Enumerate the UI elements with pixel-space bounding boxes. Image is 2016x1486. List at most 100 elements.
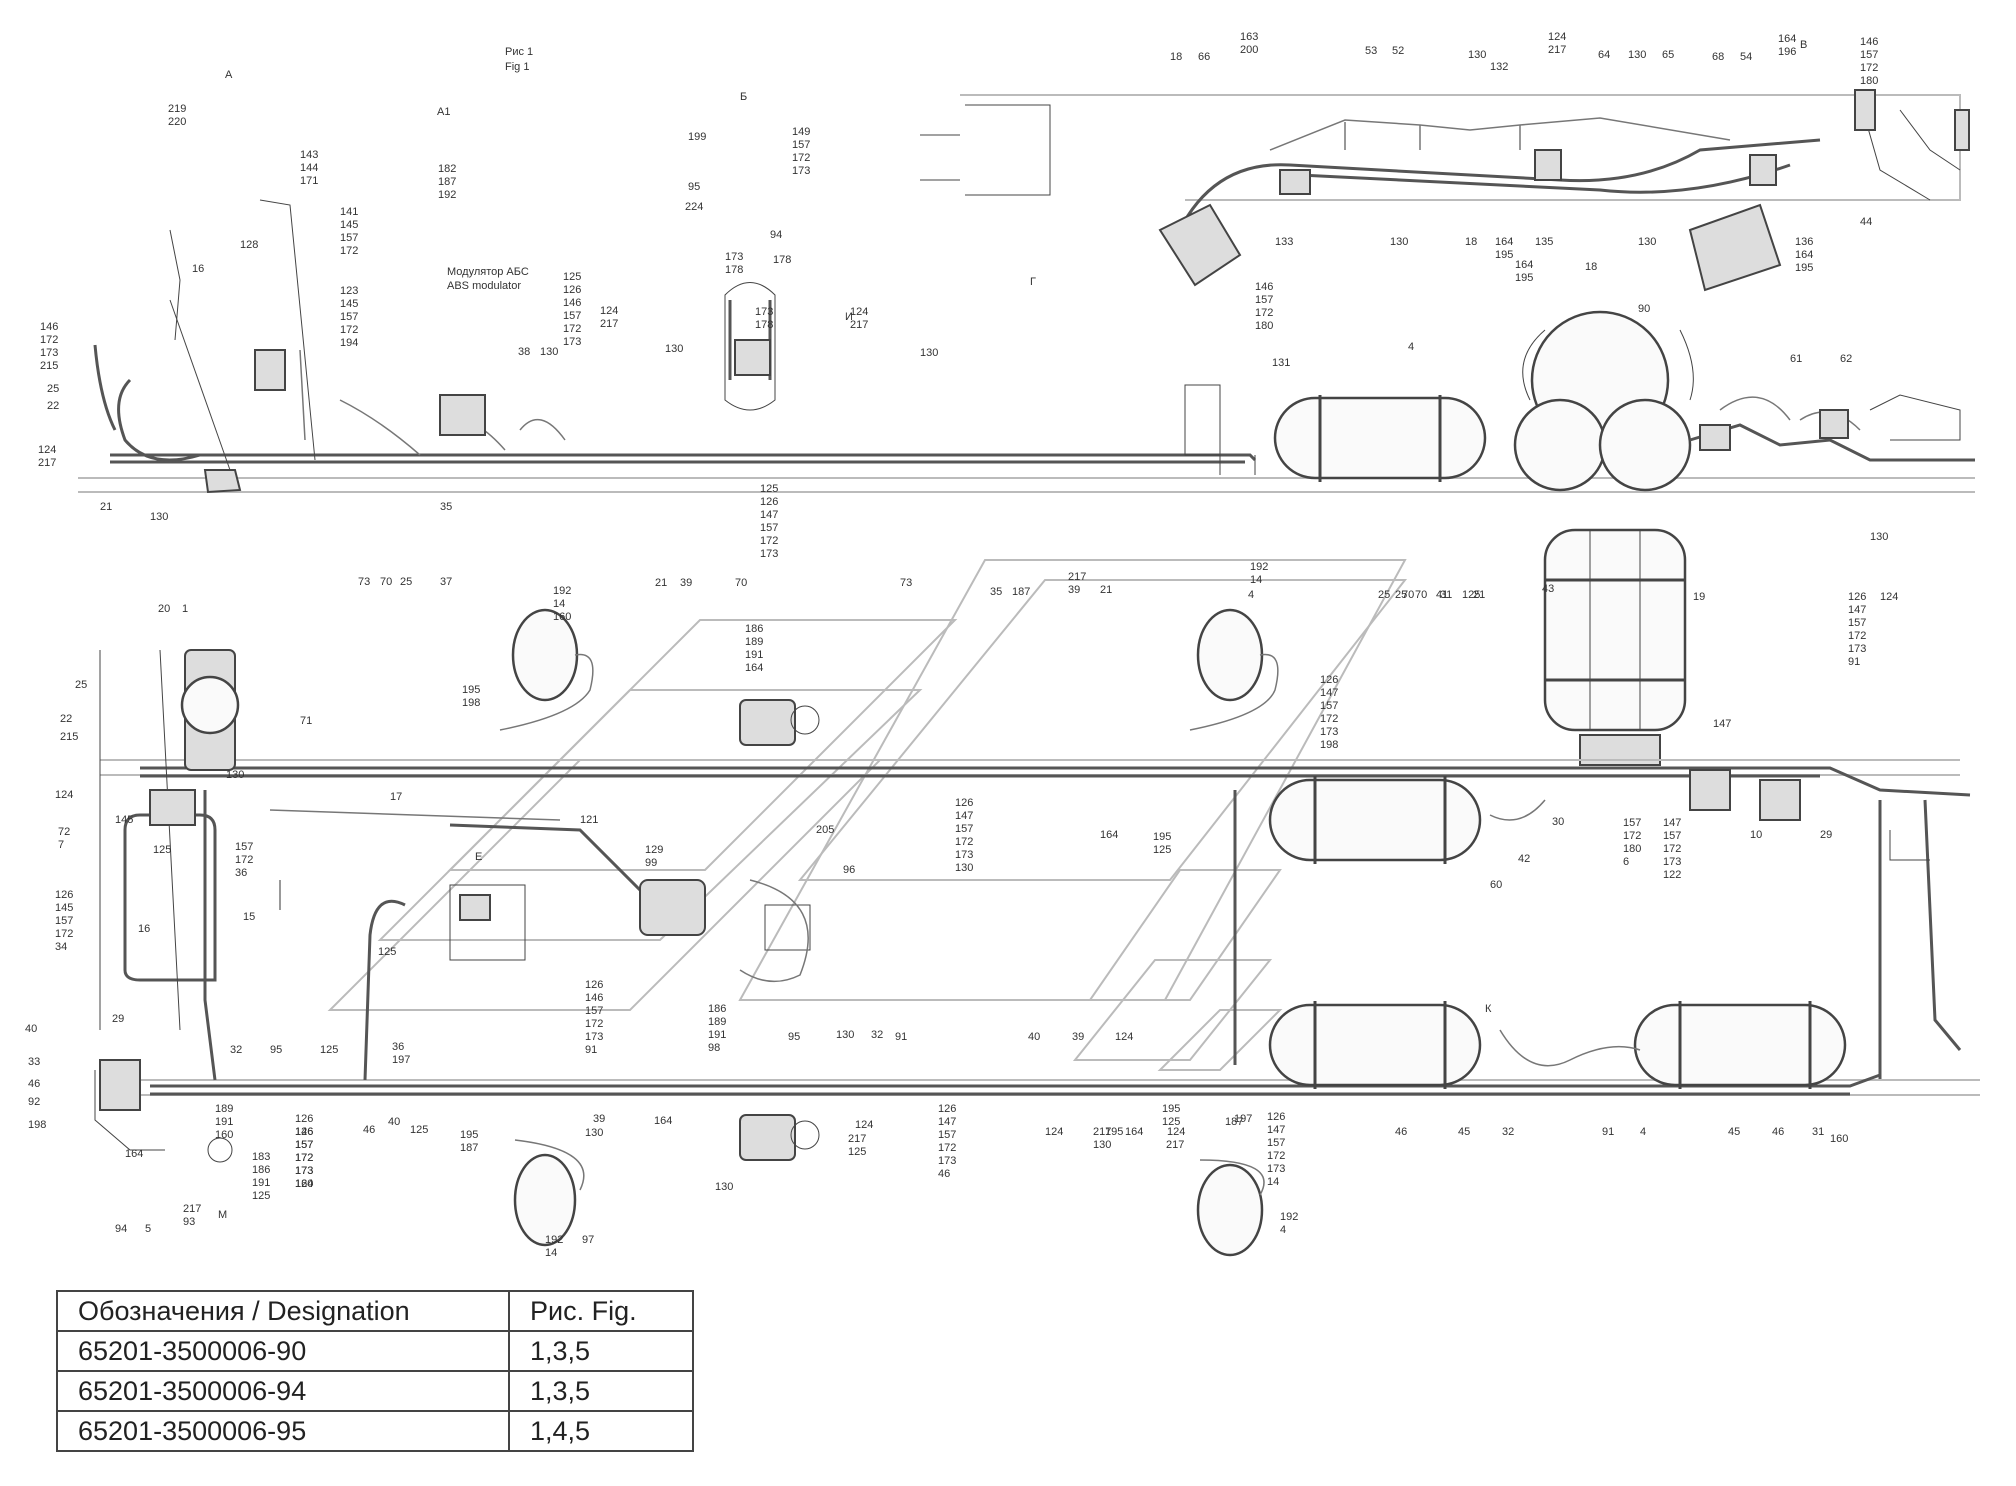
callout-number: 5: [145, 1223, 151, 1235]
callout-number: 45: [1458, 1126, 1470, 1138]
callout-number: 96: [843, 864, 855, 876]
callout-number: 125: [1462, 589, 1480, 601]
callout-number: 172: [1320, 713, 1338, 725]
callout-number: 60: [1490, 879, 1502, 891]
callout-number: 25: [1378, 589, 1390, 601]
callout-number: 94: [115, 1223, 127, 1235]
callout-number: 205: [816, 824, 834, 836]
callout-number: 14: [553, 598, 565, 610]
callout-number: 172: [55, 928, 73, 940]
callout-number: 91: [1602, 1126, 1614, 1138]
callout-number: 40: [388, 1116, 400, 1128]
callout-number: 15: [243, 911, 255, 923]
callout-number: 157: [340, 232, 358, 244]
callout-number: 126: [295, 1113, 313, 1125]
callout-number: 126: [1848, 591, 1866, 603]
callout-number: 172: [295, 1152, 313, 1164]
callout-number: 1: [182, 603, 188, 615]
callout-number: 94: [770, 229, 782, 241]
callout-number: 128: [240, 239, 258, 251]
callout-number: 41: [1436, 589, 1448, 601]
callout-number: 149: [792, 126, 810, 138]
callout-number: 30: [1552, 816, 1564, 828]
callout-number: 18: [1170, 51, 1182, 63]
callout-number: 215: [60, 731, 78, 743]
callout-number: 164: [1100, 829, 1118, 841]
callout-number: 157: [1255, 294, 1273, 306]
callout-number: 172: [340, 245, 358, 257]
callout-number: 192: [438, 189, 456, 201]
view-v-label: В: [1800, 39, 1807, 51]
callout-number: 196: [1778, 46, 1796, 58]
callout-number: 125: [760, 483, 778, 495]
callout-number: 123: [340, 285, 358, 297]
callout-number: 173: [40, 347, 58, 359]
callout-number: 157: [760, 522, 778, 534]
callout-number: 126: [585, 979, 603, 991]
callout-number: 136: [1795, 236, 1813, 248]
callout-number: 192: [1250, 561, 1268, 573]
callout-number: 4: [1640, 1126, 1646, 1138]
callout-number: 31: [1812, 1126, 1824, 1138]
callout-number: 37: [440, 576, 452, 588]
callout-number: 70: [1415, 589, 1427, 601]
callout-number: 145: [55, 902, 73, 914]
callout-number: 129: [645, 844, 663, 856]
callout-number: 173: [295, 1165, 313, 1177]
callout-number: 217: [38, 457, 56, 469]
callout-number: 192: [1280, 1211, 1298, 1223]
figure-cell: 1,3,5: [508, 1330, 694, 1372]
callout-number: 195: [1162, 1103, 1180, 1115]
callout-number: 21: [1473, 589, 1485, 601]
callout-number: 195: [460, 1129, 478, 1141]
callout-number: 130: [836, 1029, 854, 1041]
callout-number: 6: [1623, 856, 1629, 868]
callout-number: 217: [600, 318, 618, 330]
table-row: 65201-3500006-90 1,3,5: [56, 1330, 694, 1372]
callout-number: 70: [1402, 589, 1414, 601]
callout-number: 35: [440, 501, 452, 513]
callout-number: 46: [938, 1168, 950, 1180]
callout-number: 130: [1638, 236, 1656, 248]
designation-header: Обозначения / Designation: [56, 1290, 510, 1332]
callout-number: 124: [855, 1119, 873, 1131]
callout-number: 146: [295, 1126, 313, 1138]
lower-chassis: [94, 608, 1980, 1257]
callout-number: 126: [1267, 1111, 1285, 1123]
callout-number: 4: [1280, 1224, 1286, 1236]
callout-number: 160: [295, 1178, 313, 1190]
callout-number: 217: [850, 319, 868, 331]
callout-number: 131: [1272, 357, 1290, 369]
callout-number: 124: [1167, 1126, 1185, 1138]
callout-number: 71: [300, 715, 312, 727]
callout-number: 187: [1012, 586, 1030, 598]
callout-number: 125: [410, 1124, 428, 1136]
callout-number: 125: [378, 946, 396, 958]
callout-number: 157: [55, 915, 73, 927]
callout-number: 125: [153, 844, 171, 856]
callout-number: 125: [252, 1190, 270, 1202]
callout-number: 124: [600, 305, 618, 317]
callout-number: 195: [1105, 1126, 1123, 1138]
callout-number: 195: [1153, 831, 1171, 843]
callout-number: 178: [773, 254, 791, 266]
callout-number: 125: [1153, 844, 1171, 856]
callout-number: 157: [1848, 617, 1866, 629]
callout-number: 147: [1713, 718, 1731, 730]
callout-number: 25: [1395, 589, 1407, 601]
callout-number: 32: [230, 1044, 242, 1056]
callout-number: 217: [1166, 1139, 1184, 1151]
callout-number: 191: [252, 1177, 270, 1189]
callout-number: 145: [340, 219, 358, 231]
rear-axle-view: [920, 89, 1970, 292]
callout-number: 133: [1275, 236, 1293, 248]
figure-cell: 1,4,5: [508, 1410, 694, 1452]
callout-number: 29: [112, 1013, 124, 1025]
callout-number: 45: [1728, 1126, 1740, 1138]
callout-number: 173: [1320, 726, 1338, 738]
callout-number: 147: [1848, 604, 1866, 616]
callout-number: 173: [295, 1165, 313, 1177]
callout-number: 173: [955, 849, 973, 861]
designation-table-header: Обозначения / Designation Рис. Fig.: [56, 1290, 694, 1332]
callout-number: 25: [47, 383, 59, 395]
